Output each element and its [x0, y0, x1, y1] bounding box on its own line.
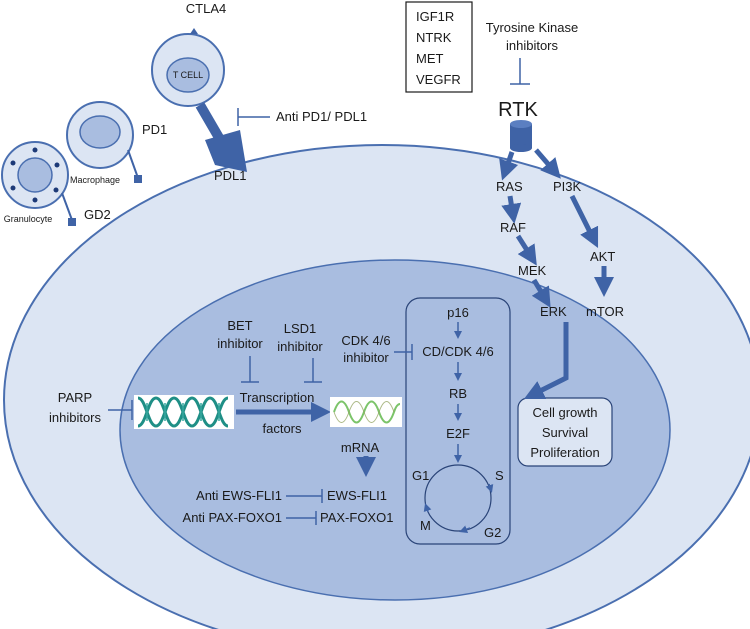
anti-ews-label: Anti EWS-FLI1: [196, 488, 282, 503]
cell-cycle-box: [405, 297, 511, 545]
dna-helix-icon: [134, 395, 234, 429]
outcome-box: [517, 397, 613, 467]
anti-pd1-label: Anti PD1/ PDL1: [276, 109, 367, 124]
cdk-inhibitor-line1: CDK 4/6: [341, 333, 390, 348]
ctla4-receptor-icon: [190, 28, 198, 34]
p16-label: p16: [447, 305, 469, 320]
rtk-item-ntrk: NTRK: [416, 30, 452, 45]
gd2-receptor-icon: [68, 218, 76, 226]
ras-label: RAS: [496, 179, 523, 194]
pdl1-label: PDL1: [214, 168, 247, 183]
outcome-proliferation: Proliferation: [530, 445, 599, 460]
t-cell: [151, 28, 225, 107]
pax-foxo1-label: PAX-FOXO1: [320, 510, 393, 525]
factors-label: factors: [262, 421, 302, 436]
rtk-item-igf1r: IGF1R: [416, 9, 454, 24]
rtk-ligand-box: [405, 1, 473, 93]
rtk-receptor-icon: [510, 120, 532, 152]
mtor-label: mTOR: [586, 304, 624, 319]
gd2-label: GD2: [84, 207, 111, 222]
bet-inhibitor-line2: inhibitor: [217, 336, 263, 351]
transcription-label: Transcription: [240, 390, 315, 405]
cell-cycle-wheel: [424, 464, 492, 532]
s-label: S: [495, 468, 504, 483]
granulocyte-label: Granulocyte: [4, 214, 53, 224]
pd1-label: PD1: [142, 122, 167, 137]
lsd1-inhibitor-line2: inhibitor: [277, 339, 323, 354]
anti-pax-label: Anti PAX-FOXO1: [183, 510, 282, 525]
cdk-inhibitor-line2: inhibitor: [343, 350, 389, 365]
granulocyte-cell: [1, 141, 76, 226]
macrophage-cell: [66, 101, 142, 183]
ctla4-label: CTLA4: [186, 1, 226, 16]
tcell-label: T CELL: [173, 70, 203, 80]
tki-label-line1: Tyrosine Kinase: [486, 20, 579, 35]
rtk-label: RTK: [498, 99, 538, 121]
ews-fli1-label: EWS-FLI1: [327, 488, 387, 503]
m-label: M: [420, 518, 431, 533]
outcome-survival: Survival: [542, 425, 588, 440]
parp-inhibitor-line1: PARP: [58, 390, 92, 405]
cd-cdk-label: CD/CDK 4/6: [422, 344, 494, 359]
pdl1-receptor-icon: [205, 130, 247, 172]
erk-label: ERK: [540, 304, 567, 319]
akt-label: AKT: [590, 249, 615, 264]
g1-label: G1: [412, 468, 429, 483]
nucleus: [119, 259, 671, 601]
tki-label-line2: inhibitors: [506, 38, 559, 53]
rb-label: RB: [449, 386, 467, 401]
bet-inhibitor-line1: BET: [227, 318, 252, 333]
g2-label: G2: [484, 525, 501, 540]
mrna-wave-icon: [330, 397, 402, 427]
parp-inhibitor-line2: inhibitors: [49, 410, 102, 425]
mrna-label: mRNA: [341, 440, 380, 455]
outcome-cell-growth: Cell growth: [532, 405, 597, 420]
rtk-item-vegfr: VEGFR: [416, 72, 461, 87]
rtk-item-met: MET: [416, 51, 444, 66]
raf-label: RAF: [500, 220, 526, 235]
pi3k-label: PI3K: [553, 179, 582, 194]
mek-label: MEK: [518, 263, 547, 278]
lsd1-inhibitor-line1: LSD1: [284, 321, 317, 336]
macrophage-label: Macrophage: [70, 175, 120, 185]
e2f-label: E2F: [446, 426, 470, 441]
